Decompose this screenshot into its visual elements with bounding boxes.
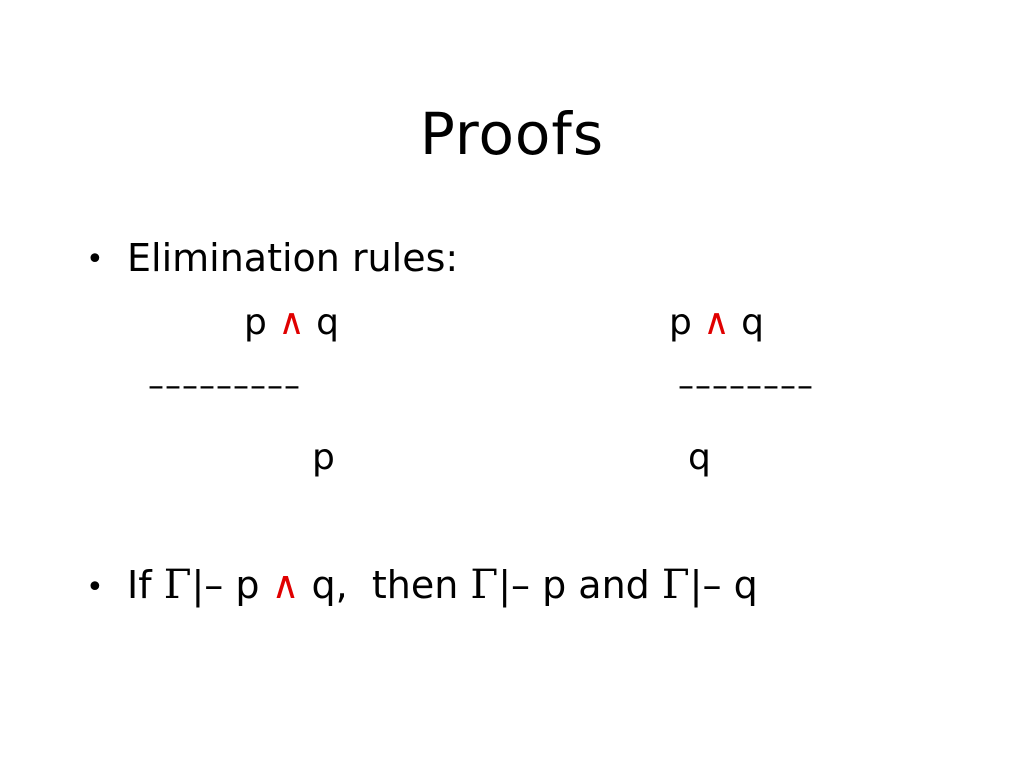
rule-right-q: q (741, 302, 764, 343)
rule-left-q: q (316, 302, 339, 343)
rule-left-premise: p ∧ q (244, 302, 339, 343)
and-symbol: ∧ (271, 563, 300, 607)
bullet-dot: • (86, 242, 104, 277)
word-if: If (127, 563, 152, 607)
rule-right-result: q (688, 437, 711, 478)
gamma-symbol: Γ (470, 562, 499, 608)
and-symbol: ∧ (703, 302, 730, 343)
var-q: q, (311, 563, 348, 607)
var-p-and: p and (542, 563, 650, 607)
turnstile: |– (498, 563, 530, 607)
slide-title: Proofs (419, 100, 605, 168)
word-then: then (371, 563, 459, 607)
bullet-elimination-rules: Elimination rules: (127, 236, 459, 280)
rule-left-result: p (312, 437, 335, 478)
turnstile: |– (191, 563, 224, 607)
rule-left-p: p (244, 302, 267, 343)
rule-right-line: –––––––– (678, 366, 814, 404)
rule-right-p: p (669, 302, 692, 343)
var-p: p (235, 563, 260, 607)
bullet-statement: If Γ|– p ∧ q, then Γ|– p and Γ|– q (127, 562, 758, 608)
bullet-dot: • (86, 570, 104, 605)
gamma-symbol: Γ (163, 562, 192, 608)
turnstile: |– (689, 563, 722, 607)
rule-left-line: ––––––––– (148, 366, 301, 404)
and-symbol: ∧ (278, 302, 305, 343)
gamma-symbol: Γ (661, 562, 690, 608)
rule-right-premise: p ∧ q (669, 302, 764, 343)
var-q: q (733, 563, 758, 607)
